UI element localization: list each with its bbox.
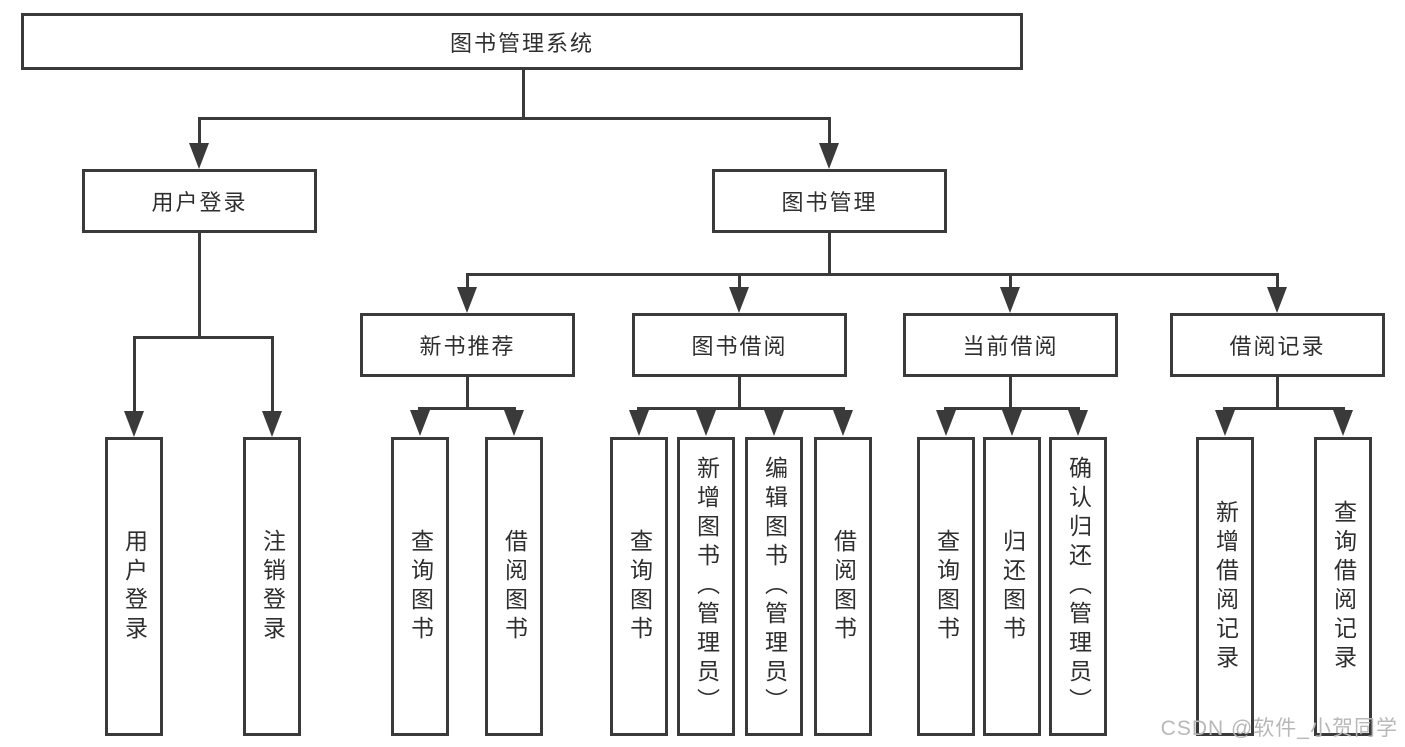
connector-user-login-splitter <box>133 336 274 339</box>
connector-root-stem <box>522 70 525 120</box>
connector-user-login-stem <box>198 117 201 145</box>
leaf-logout: 注销登录 <box>243 437 301 736</box>
arrow-logout-leaf <box>262 411 282 437</box>
arrow-return-book <box>1002 410 1022 436</box>
connector-borrow-record-down <box>1276 377 1279 410</box>
connector-new-book-rec-splitter <box>418 407 516 410</box>
leaf-borrow-book-b: 借阅图书 <box>814 437 872 736</box>
node-borrow-record: 借阅记录 <box>1170 313 1385 377</box>
leaf-borrow-book-a: 借阅图书 <box>485 437 543 736</box>
arrow-borrow-book-b <box>833 410 853 436</box>
arrow-query-record <box>1333 410 1353 436</box>
leaf-add-book: 新增图书（管理员） <box>677 437 735 736</box>
arrow-user-login <box>189 143 209 169</box>
leaf-add-record: 新增借阅记录 <box>1196 437 1254 736</box>
connector-level1-splitter <box>198 117 831 120</box>
leaf-return-book: 归还图书 <box>983 437 1041 736</box>
arrow-add-record <box>1215 410 1235 436</box>
arrow-current-borrow <box>1000 287 1020 313</box>
leaf-user-login: 用户登录 <box>105 437 163 736</box>
arrow-query-book-a <box>410 410 430 436</box>
node-new-book-rec: 新书推荐 <box>360 313 575 377</box>
leaf-query-record: 查询借阅记录 <box>1314 437 1372 736</box>
csdn-watermark: CSDN @软件_小贺同学 <box>1160 717 1398 740</box>
connector-book-mgmt-stem <box>828 117 831 145</box>
connector-book-borrow-splitter <box>637 407 845 410</box>
connector-current-borrow-down <box>1009 377 1012 410</box>
connector-user-login-down <box>198 233 201 339</box>
leaf-query-book-c: 查询图书 <box>917 437 975 736</box>
connector-level2-splitter <box>466 273 1279 276</box>
arrow-borrow-record <box>1267 287 1287 313</box>
node-root: 图书管理系统 <box>21 13 1023 70</box>
arrow-edit-book <box>764 410 784 436</box>
connector-borrow-record-splitter <box>1223 407 1345 410</box>
connector-logout-leaf-stem <box>271 336 274 412</box>
arrow-borrow-book-a <box>504 410 524 436</box>
connector-current-borrow-stem <box>1009 273 1012 289</box>
connector-new-book-rec-down <box>466 377 469 410</box>
connector-book-borrow-down <box>738 377 741 410</box>
arrow-confirm-return <box>1068 410 1088 436</box>
arrow-add-book <box>696 410 716 436</box>
leaf-edit-book: 编辑图书（管理员） <box>745 437 803 736</box>
connector-current-borrow-splitter <box>944 407 1080 410</box>
arrow-login-leaf <box>124 411 144 437</box>
arrow-query-book-c <box>936 410 956 436</box>
arrow-query-book-b <box>629 410 649 436</box>
node-current-borrow: 当前借阅 <box>903 313 1118 377</box>
leaf-query-book-a: 查询图书 <box>391 437 449 736</box>
node-user-login: 用户登录 <box>82 169 317 233</box>
leaf-query-book-b: 查询图书 <box>610 437 668 736</box>
connector-new-book-rec-stem <box>466 273 469 289</box>
arrow-book-mgmt <box>819 143 839 169</box>
node-book-borrow: 图书借阅 <box>632 313 847 377</box>
connector-borrow-record-stem <box>1276 273 1279 289</box>
arrow-new-book-rec <box>457 287 477 313</box>
arrow-book-borrow <box>729 287 749 313</box>
leaf-confirm-return: 确认归还（管理员） <box>1049 437 1107 736</box>
connector-login-leaf-stem <box>133 336 136 412</box>
connector-book-borrow-stem <box>738 273 741 289</box>
node-book-mgmt: 图书管理 <box>712 169 947 233</box>
connector-book-mgmt-down <box>828 233 831 276</box>
